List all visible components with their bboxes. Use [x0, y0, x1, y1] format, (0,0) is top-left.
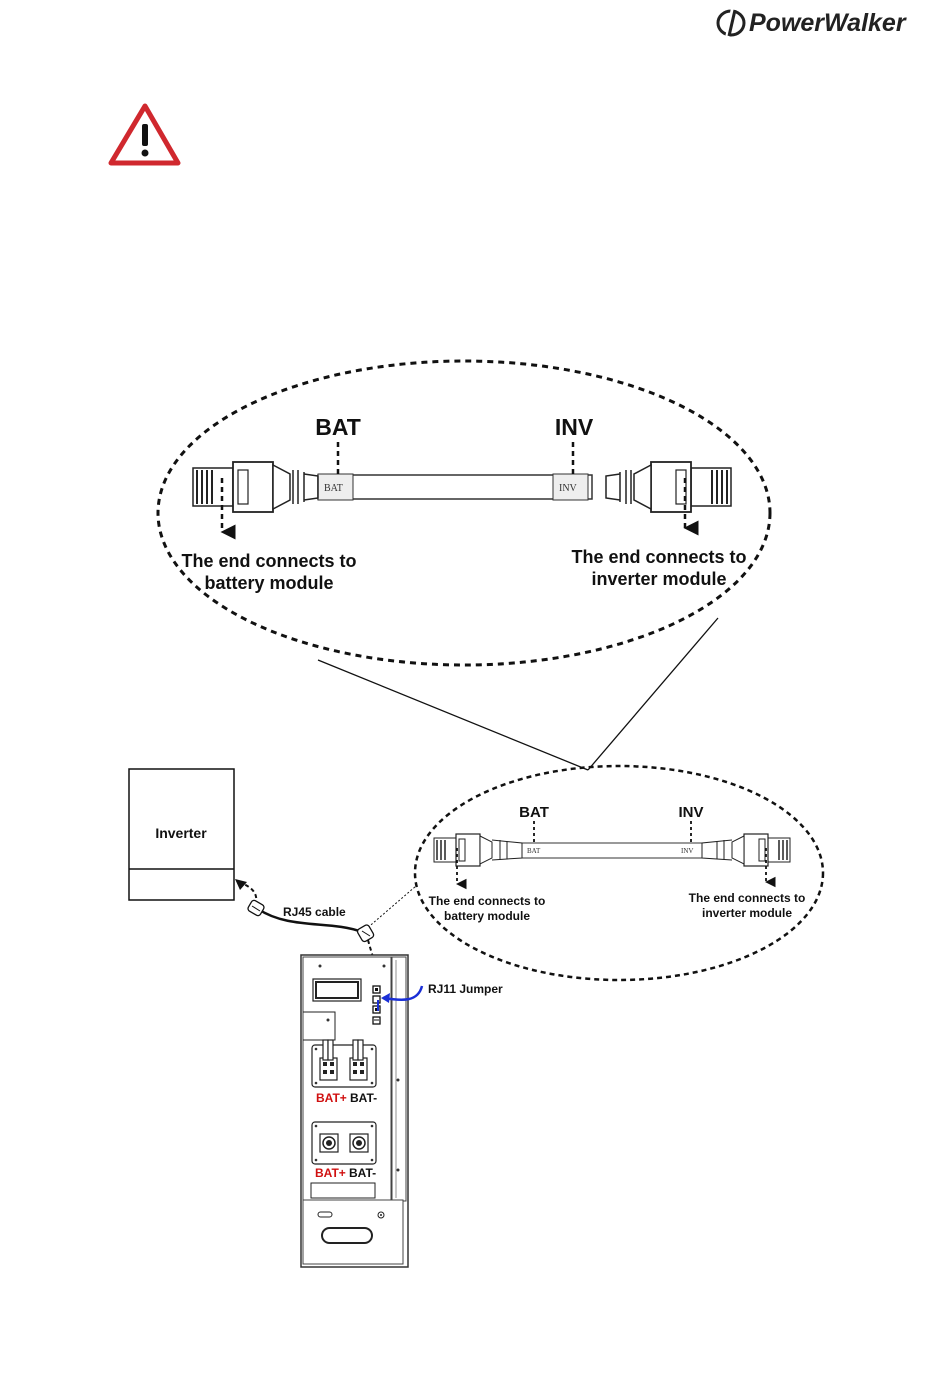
bat-label: BAT: [315, 414, 361, 440]
brand-name: PowerWalker: [749, 9, 907, 37]
small-inv-description-line1: The end connects to: [689, 891, 806, 905]
top-bat-minus-label: BAT-: [350, 1091, 377, 1105]
small-bat-connector: [434, 834, 522, 866]
inverter-unit: Inverter: [129, 769, 234, 900]
top-bat-plus-label: BAT+: [316, 1091, 347, 1105]
small-bat-label: BAT: [519, 804, 549, 821]
cable-detail-small: BAT INV: [415, 766, 823, 980]
zoom-line-left: [318, 660, 588, 770]
inverter-label: Inverter: [155, 825, 207, 841]
small-inv-connector: [702, 834, 790, 866]
bottom-bat-minus-label: BAT-: [349, 1166, 376, 1180]
small-cable-illustration: BAT INV: [434, 834, 790, 866]
inv-end-description-line2: inverter module: [591, 569, 726, 589]
bottom-terminal-block: [312, 1122, 376, 1164]
small-bat-description-line2: battery module: [444, 909, 530, 923]
small-bat-description-line1: The end connects to: [429, 894, 546, 908]
cable-illustration: BAT INV: [193, 462, 731, 512]
battery-rack: BAT+ BAT- BAT+ BAT-: [301, 955, 408, 1267]
zoom-line-right: [588, 618, 718, 770]
rj45-cable-label: RJ45 cable: [283, 905, 346, 919]
bat-connector-plug: [193, 462, 318, 512]
warning-triangle-icon: [111, 106, 178, 163]
small-inv-description-line2: inverter module: [702, 906, 792, 920]
detail-callout-ellipse: [158, 361, 770, 665]
small-inv-label: INV: [678, 804, 703, 821]
bottom-bat-plus-label: BAT+: [315, 1166, 346, 1180]
brand-logo: PowerWalker: [718, 8, 907, 38]
small-cable-bat-marking: BAT: [527, 847, 541, 855]
bat-end-description-line1: The end connects to: [181, 551, 356, 571]
cable-inv-marking: INV: [559, 483, 578, 494]
rj11-jumper-label: RJ11 Jumper: [428, 982, 503, 996]
inv-connector-plug: [606, 462, 731, 512]
brand-mark-icon: [718, 8, 744, 38]
inv-label: INV: [555, 414, 594, 440]
small-cable-inv-marking: INV: [681, 847, 693, 855]
rj45-plug-left-icon: [247, 899, 265, 916]
top-terminal-block: [312, 1040, 376, 1087]
port-callout-link: [365, 886, 416, 930]
cable-bat-marking: BAT: [324, 483, 343, 494]
rj45-plug-right-icon: [356, 924, 374, 943]
cable-detail-enlarged: BAT INV: [158, 361, 770, 665]
bat-end-description-line2: battery module: [204, 573, 333, 593]
inv-end-description-line1: The end connects to: [571, 547, 746, 567]
small-callout-ellipse: [415, 766, 823, 980]
